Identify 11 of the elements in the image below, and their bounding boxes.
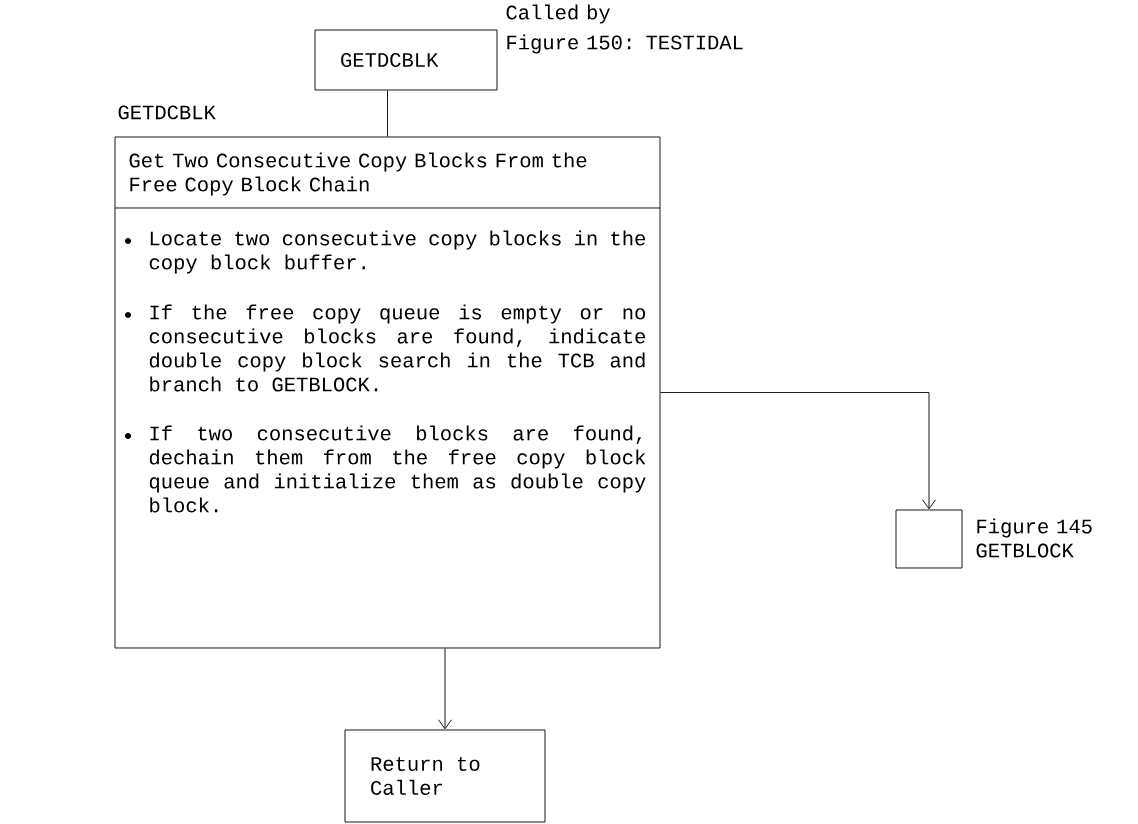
connector-line: [387, 90, 388, 137]
process-box: Return to Caller: [344, 729, 546, 823]
process-box: [895, 509, 963, 569]
arrow: [438, 648, 452, 730]
arrow: [660, 392, 936, 510]
flow-box: Get Two Consecutive Copy Blocks From the Free Copy Block Chain Locate two consecutive copy blocks in the copy block buffer. If the free copy queue is empty or no consecutive blocks are found, indicate double copy block search in the TCB and branch to GETBLOCK. If two consecutive blocks are found, dechain them from the free copy block queue and initialize them as double copy block.: [114, 136, 661, 649]
caption-text: Figure 150: TESTIDAL: [507, 34, 743, 54]
caption-text: Figure 145 GETBLOCK: [976, 518, 1092, 558]
caption-text: GETDCBLK: [118, 105, 216, 120]
caption-text: Called by: [506, 4, 610, 24]
process-box: GETDCBLK: [314, 29, 498, 91]
